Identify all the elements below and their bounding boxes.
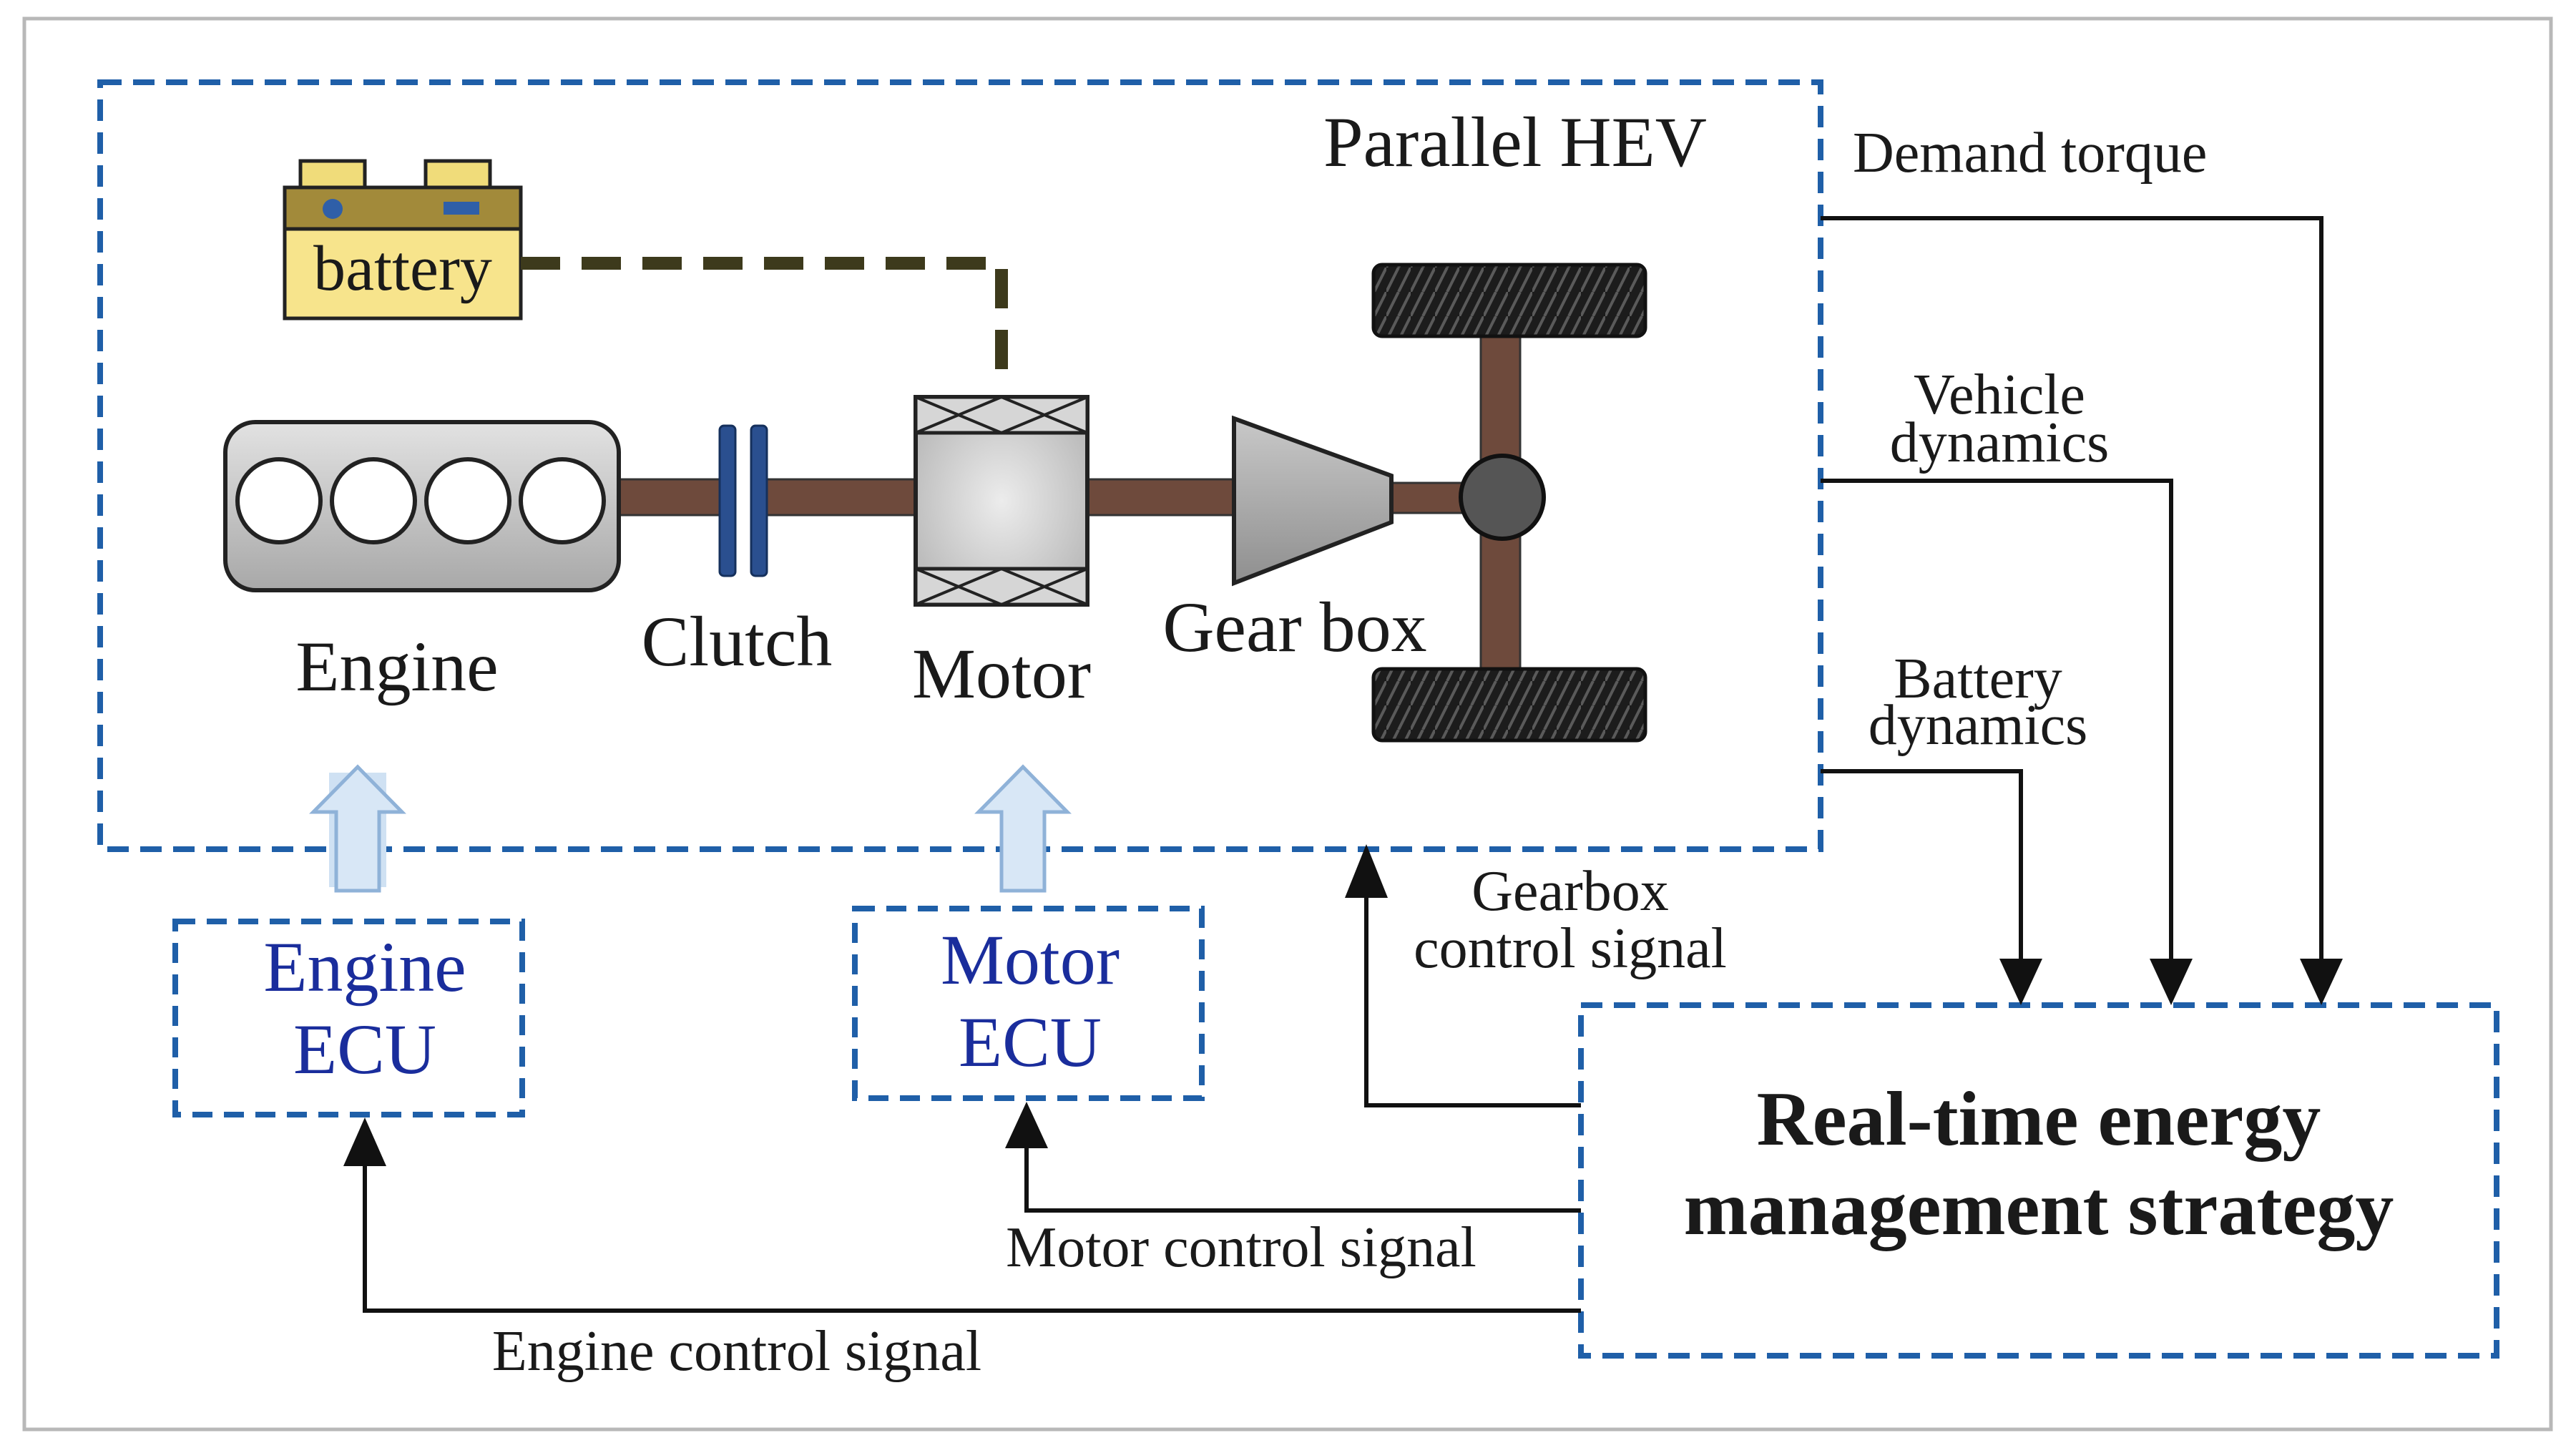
engine-signal-label: Engine control signal	[492, 1320, 981, 1383]
motor-signal-label: Motor control signal	[1006, 1216, 1476, 1279]
gearbox-label: Gear box	[1162, 587, 1426, 667]
engine-ecu-label-line1: Engine	[263, 927, 466, 1007]
motor-icon	[914, 395, 1089, 607]
engine-signal-arrowhead	[343, 1117, 386, 1166]
battery-dynamics-line	[1821, 769, 2023, 973]
gearbox-signal-label-line2: control signal	[1414, 917, 1727, 980]
strategy-label-line2: management strategy	[1684, 1166, 2394, 1251]
gearbox-signal-arrowhead	[1345, 844, 1388, 898]
shaft-motor-gearbox	[1086, 478, 1239, 517]
shaft-clutch-motor	[764, 478, 921, 517]
strategy-box	[1578, 1002, 2499, 1359]
engine-label: Engine	[295, 627, 498, 706]
motor-ecu-label-line2: ECU	[959, 1002, 1102, 1082]
wheel-top-icon	[1371, 263, 1647, 338]
engine-ecu-up-arrowhead	[309, 764, 406, 893]
battery-motor-link	[521, 257, 1008, 390]
motor-signal-arrowhead	[1005, 1102, 1048, 1148]
hev-boundary	[97, 79, 1823, 852]
battery-dynamics-arrowhead	[1999, 959, 2042, 1005]
engine-ecu-box	[172, 919, 525, 1117]
wheel-bottom-icon	[1371, 667, 1647, 743]
battery-icon	[283, 159, 523, 321]
gearbox-icon	[1232, 415, 1394, 587]
gearbox-signal-line	[1364, 887, 1581, 1107]
strategy-label-line1: Real-time energy	[1757, 1077, 2321, 1162]
demand-torque-line	[1821, 216, 2323, 973]
motor-label: Motor	[912, 634, 1091, 713]
engine-signal-line	[363, 1155, 1581, 1313]
hev-title: Parallel HEV	[1323, 102, 1707, 182]
demand-torque-label: Demand torque	[1853, 122, 2207, 185]
demand-torque-arrowhead	[2300, 959, 2343, 1005]
vehicle-dynamics-line	[1821, 479, 2173, 973]
battery-label: battery	[313, 233, 492, 304]
motor-ecu-up-arrowhead	[974, 764, 1072, 893]
vehicle-dynamics-arrowhead	[2150, 959, 2193, 1005]
vehicle-dynamics-label-line2: dynamics	[1890, 411, 2110, 474]
motor-ecu-label-line1: Motor	[941, 920, 1120, 999]
motor-signal-line	[1024, 1138, 1581, 1213]
differential-icon	[1459, 454, 1546, 541]
engine-ecu-label-line2: ECU	[293, 1009, 436, 1089]
battery-dynamics-label-line1: Battery	[1894, 647, 2062, 710]
shaft-engine-clutch	[614, 478, 728, 517]
clutch-icon	[718, 424, 768, 577]
vehicle-dynamics-label-line1: Vehicle	[1914, 363, 2085, 426]
engine-icon	[223, 420, 621, 592]
clutch-label: Clutch	[642, 602, 833, 681]
motor-ecu-box	[852, 906, 1205, 1101]
gearbox-signal-label-line1: Gearbox	[1471, 860, 1668, 923]
battery-dynamics-label-line2: dynamics	[1869, 694, 2088, 757]
